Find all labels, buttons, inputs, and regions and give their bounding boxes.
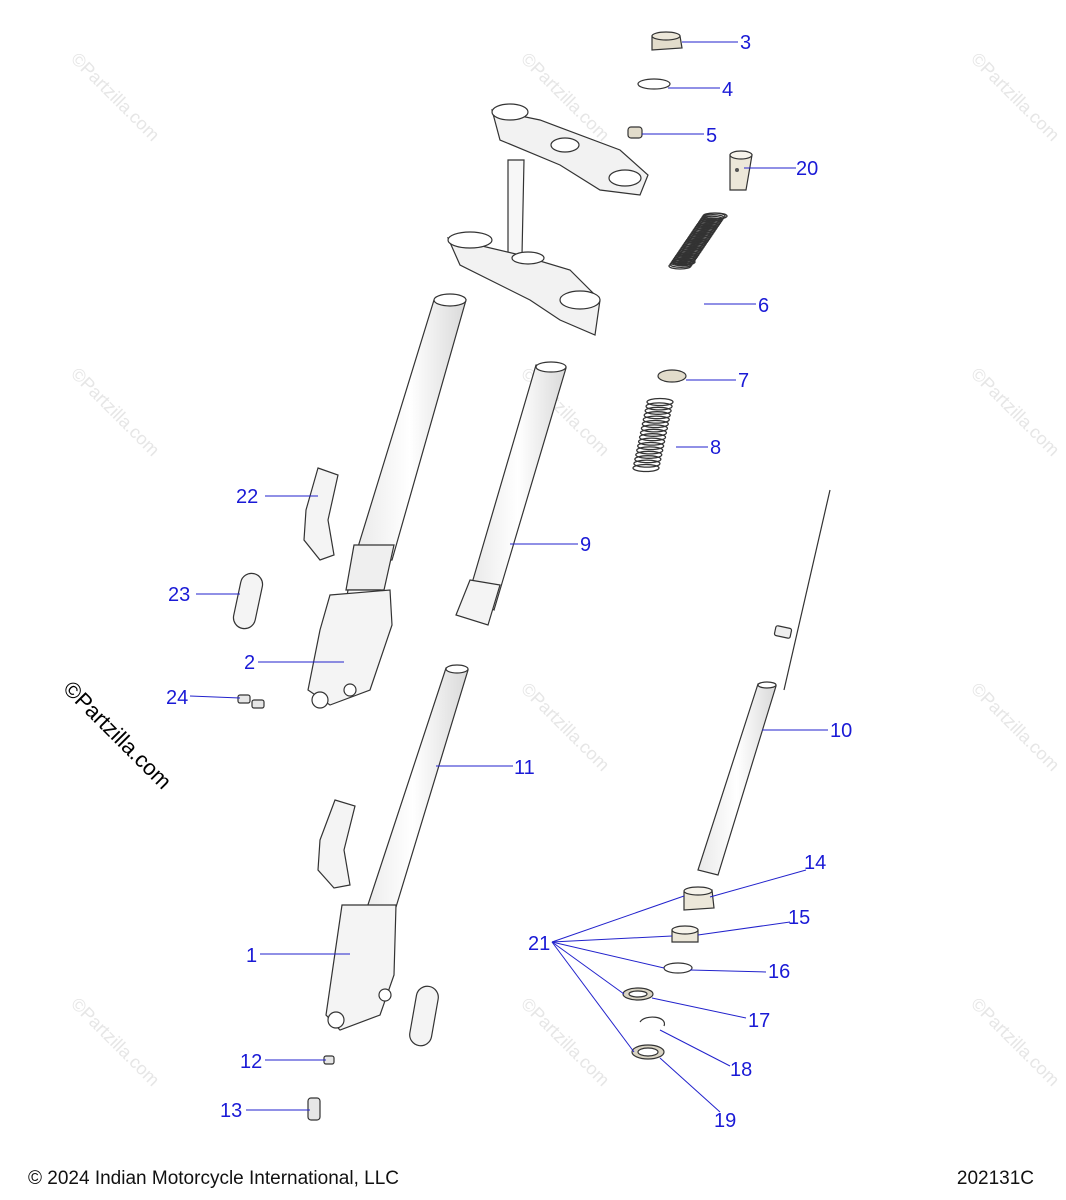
- part-23-reflector: [232, 572, 264, 630]
- spring-coil: [640, 424, 669, 433]
- spring-coil: [638, 433, 667, 442]
- part-3-fork-cap: [651, 31, 683, 51]
- part-6-fork-spring: [668, 212, 728, 270]
- spring-coil: [636, 446, 664, 455]
- callout-18[interactable]: 18: [730, 1059, 752, 1081]
- watermark: ©Partzilla.com: [967, 364, 1063, 460]
- callout-17[interactable]: 17: [748, 1010, 770, 1032]
- callout-8[interactable]: 8: [710, 437, 721, 459]
- lower-guard: [317, 799, 356, 889]
- spring-coil: [632, 463, 660, 473]
- spring-coil: [637, 441, 665, 451]
- part-17-oil-seal: [622, 987, 654, 1001]
- spring-coil: [635, 450, 663, 459]
- callout-10[interactable]: 10: [830, 720, 852, 742]
- spring-coil: [637, 437, 666, 446]
- watermark: ©Partzilla.com: [967, 994, 1063, 1090]
- callout-16[interactable]: 16: [768, 961, 790, 983]
- part-9-outer-tube: [455, 361, 567, 626]
- part-24-bolts: [237, 694, 265, 709]
- spring-coil: [641, 419, 669, 429]
- callout-13[interactable]: 13: [220, 1100, 242, 1122]
- callout-21[interactable]: 21: [528, 933, 550, 955]
- watermark: ©Partzilla.com: [67, 994, 163, 1090]
- lower-reflector: [409, 985, 439, 1047]
- watermarks: ©Partzilla.com ©Partzilla.com ©Partzilla…: [67, 49, 1063, 1090]
- part-10-damper-cartridge: [697, 489, 831, 876]
- part-16-washer: [663, 962, 693, 974]
- spring-coil: [643, 411, 671, 420]
- part-7-spacer: [657, 369, 687, 383]
- callout-2[interactable]: 2: [244, 652, 255, 674]
- spring-coil: [646, 397, 674, 407]
- callout-24[interactable]: 24: [166, 687, 188, 709]
- triple-clamp-assembly: [446, 103, 649, 336]
- part-15-bushing: [671, 925, 699, 943]
- copyright-text: © 2024 Indian Motorcycle International, …: [28, 1168, 399, 1189]
- leader-lines: [189, 41, 828, 1113]
- callouts: 3 4 5 20 6 7 8 9 10 11 22 23 2 24 1 12 1…: [166, 32, 852, 1132]
- spring-coil: [642, 415, 670, 424]
- callout-7[interactable]: 7: [738, 370, 749, 392]
- watermark: ©Partzilla.com: [67, 49, 163, 145]
- part-20-sleeve: [729, 150, 753, 191]
- part-13-bolt: [307, 1097, 321, 1121]
- part-8-spring: [632, 397, 674, 473]
- callout-3[interactable]: 3: [740, 32, 751, 54]
- watermark: ©Partzilla.com: [67, 364, 163, 460]
- partzilla-logo-text: ©Partzilla.com: [58, 676, 176, 794]
- callout-4[interactable]: 4: [722, 79, 733, 101]
- part-11-lower-tube: [357, 664, 469, 941]
- watermark: ©Partzilla.com: [967, 679, 1063, 775]
- watermark: ©Partzilla.com: [967, 49, 1063, 145]
- part-1-lower-fork-leg: [325, 904, 397, 1031]
- callout-23[interactable]: 23: [168, 584, 190, 606]
- part-18-clip: [639, 1016, 665, 1027]
- spring-coil: [645, 402, 673, 411]
- callout-6[interactable]: 6: [758, 295, 769, 317]
- part-19-dust-seal: [631, 1044, 665, 1060]
- part-4-ring: [637, 78, 671, 90]
- callout-1[interactable]: 1: [246, 945, 257, 967]
- callout-11[interactable]: 11: [514, 757, 535, 779]
- part-5-nut: [627, 126, 643, 139]
- spring-coil: [634, 455, 662, 464]
- spring-coil: [644, 406, 672, 415]
- callout-22[interactable]: 22: [236, 486, 258, 508]
- part-2-upper-fork-tube: [307, 293, 467, 709]
- callout-19[interactable]: 19: [714, 1110, 736, 1132]
- callout-9[interactable]: 9: [580, 534, 591, 556]
- diagram-id: 202131C: [956, 1168, 1034, 1189]
- callout-20[interactable]: 20: [796, 158, 818, 180]
- callout-5[interactable]: 5: [706, 125, 717, 147]
- spring-coil: [639, 428, 668, 437]
- callout-15[interactable]: 15: [788, 907, 810, 929]
- part-22-guard: [303, 467, 339, 561]
- spring-coil: [668, 262, 692, 270]
- part-14-bushing: [683, 886, 715, 911]
- callout-12[interactable]: 12: [240, 1051, 262, 1073]
- watermark: ©Partzilla.com: [517, 994, 613, 1090]
- spring-coil: [633, 459, 661, 468]
- callout-14[interactable]: 14: [804, 852, 826, 874]
